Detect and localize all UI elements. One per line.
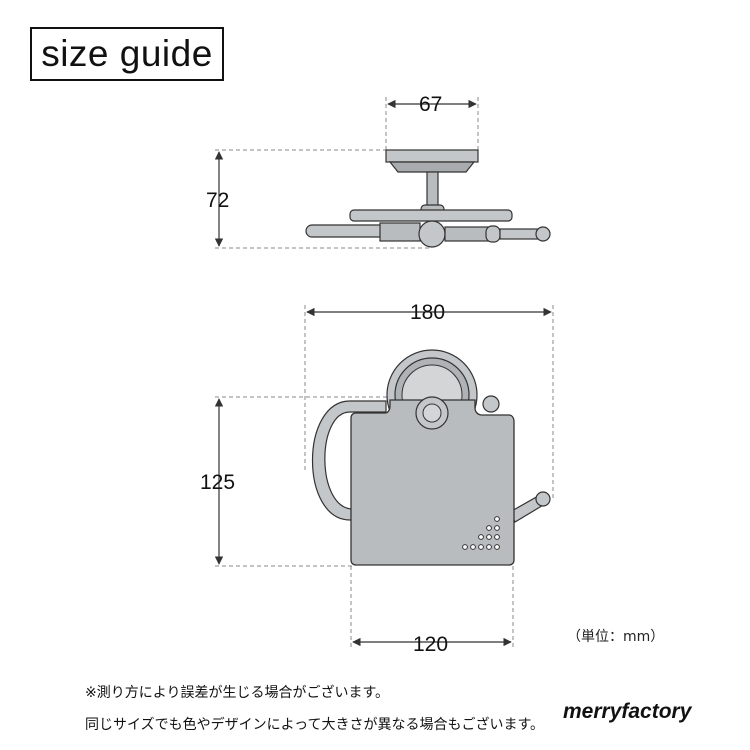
- dim-label-180: 180: [410, 301, 446, 324]
- page-title: size guide: [30, 27, 224, 81]
- note-line-2: 同じサイズでも色やデザインによって大きさが異なる場合もございます。: [85, 717, 545, 733]
- note-line-1: ※測り方により誤差が生じる場合がございます。: [85, 685, 390, 701]
- dim-label-67: 67: [419, 93, 443, 116]
- dim-label-72: 72: [206, 189, 230, 212]
- unit-label: （単位：mm）: [567, 629, 665, 645]
- side-view: [214, 97, 551, 249]
- dim-label-125: 125: [200, 471, 236, 494]
- dim-label-120: 120: [413, 633, 449, 656]
- front-view: [214, 305, 554, 648]
- dot-pattern: [462, 516, 500, 550]
- brand-logo: merryfactory: [563, 700, 692, 723]
